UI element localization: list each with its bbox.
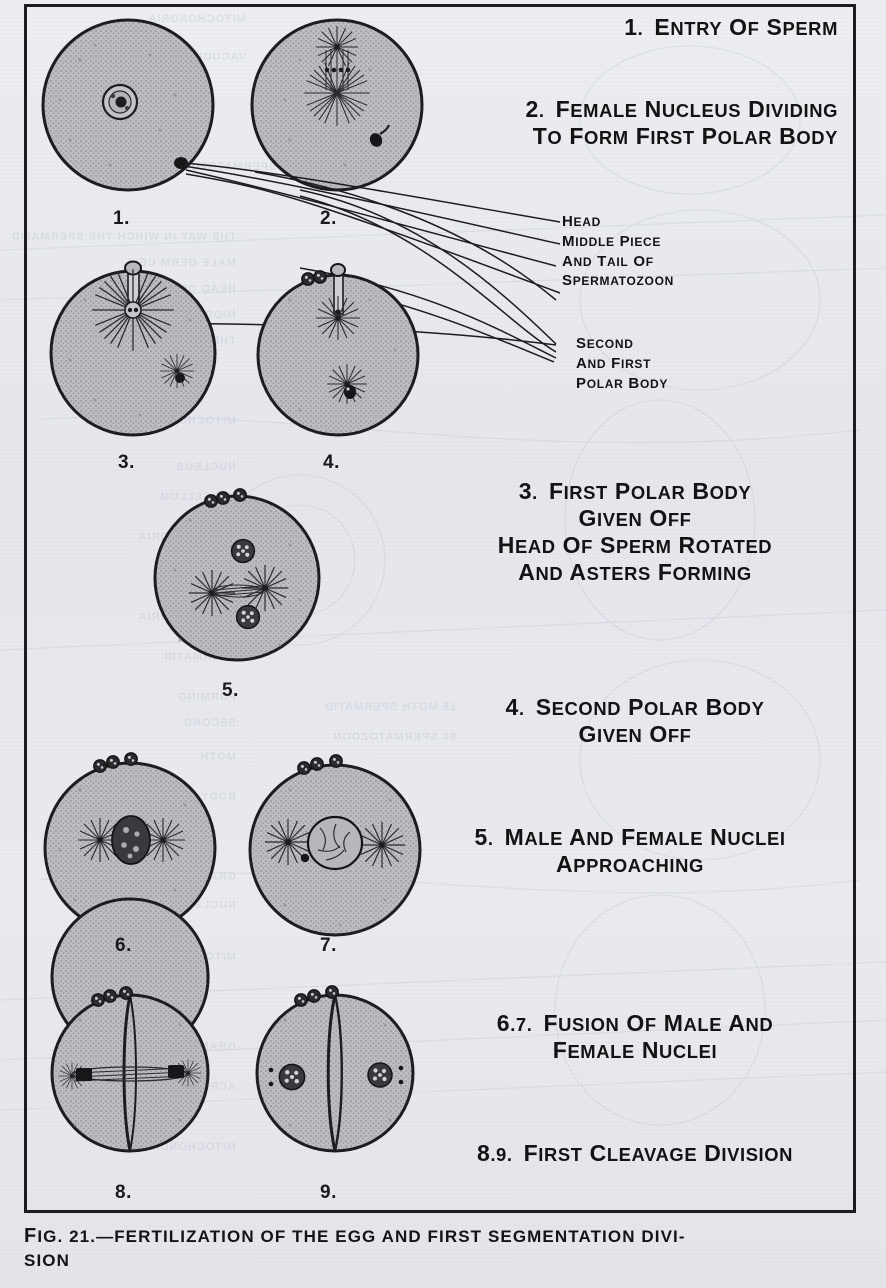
cell-number-7: 7.: [320, 935, 337, 956]
figure-caption-dash: —: [96, 1227, 115, 1246]
cell-number-1: 1.: [113, 208, 130, 229]
stage-caption-3: 3. FIRST POLAR BODY GIVEN OFF HEAD OF SP…: [430, 478, 840, 587]
stage-4-line-2: GIVEN OFF: [578, 721, 692, 748]
stage-caption-1: 1. ENTRY OF SPERM: [420, 14, 838, 41]
stage-caption-5: 5. MALE AND FEMALE NUCLEI APPROACHING: [420, 824, 840, 878]
centriole: [300, 853, 310, 863]
sperm-aster: [159, 353, 195, 389]
stage-67-line-2: FEMALE NUCLEI: [552, 1037, 718, 1064]
sperm-head: [369, 124, 390, 147]
stage-1-line-1: ENTRY OF SPERM: [654, 14, 838, 40]
figure-caption-body-cont: SION: [24, 1250, 70, 1270]
stage-5-line-1: MALE AND FEMALE NUCLEI: [504, 824, 786, 850]
stage-caption-67: 6.7. FUSION OF MALE AND FEMALE NUCLEI: [430, 1010, 840, 1064]
sperm-part-head: HEAD: [562, 213, 601, 230]
cell-figure-4: [256, 263, 420, 437]
figure-caption-label-rest: IG: [37, 1227, 58, 1246]
stage-5-line-2: APPROACHING: [556, 851, 704, 878]
cell-figure-2: [250, 18, 424, 192]
cell-number-3: 3.: [118, 452, 135, 473]
cell-figure-1: [41, 18, 215, 192]
stage-5-number: 5.: [474, 824, 494, 850]
polar-spindle: [303, 25, 371, 127]
cell-number-8: 8.: [115, 1182, 132, 1203]
cell-figure-8: [50, 897, 210, 1153]
polar-label-polar-body: POLAR BODY: [576, 374, 669, 392]
polar-label-and-first: AND FIRST: [576, 354, 652, 372]
sperm-part-tail: AND TAIL OF: [562, 252, 654, 270]
stage-3-line-2: GIVEN OFF: [578, 505, 692, 532]
stage-3-line-1: FIRST POLAR BODY: [548, 478, 752, 504]
stage-3-line-4: AND ASTERS FORMING: [518, 559, 752, 586]
cell-number-6: 6.: [115, 935, 132, 956]
aster-left: [188, 569, 236, 617]
daughter-nucleus-left: [278, 1063, 306, 1091]
stage-67-line-1: FUSION OF MALE AND: [543, 1010, 774, 1036]
spindle: [212, 584, 264, 598]
figure-caption-label: F: [24, 1225, 38, 1247]
figure-caption-body: FERTILIZATION OF THE EGG AND FIRST SEGME…: [114, 1227, 686, 1246]
cell-figure-9: [255, 985, 415, 1153]
stage-caption-2: 2. FEMALE NUCLEUS DIVIDING TO FORM FIRST…: [400, 96, 838, 150]
stage-2-number: 2.: [525, 96, 545, 122]
aster-right: [358, 821, 406, 869]
leader-label-polar-bodies: SECOND AND FIRST POLAR BODY: [576, 334, 796, 393]
figure-caption-number: . 21.: [57, 1227, 97, 1246]
cleavage-spindle: [58, 1059, 202, 1090]
cell-number-4: 4.: [323, 452, 340, 473]
cleavage-furrow: [122, 994, 132, 1152]
stage-89-line-1: FIRST CLEAVAGE DIVISION: [523, 1140, 794, 1166]
cell-figure-3: [49, 260, 217, 437]
aster-right: [241, 564, 289, 612]
nucleus-upper: [230, 538, 256, 564]
stage-4-number: 4.: [505, 694, 525, 720]
female-nucleus: [101, 83, 139, 121]
stage-1-number: 1.: [624, 14, 644, 40]
stage-89-number: 8.9.: [476, 1140, 513, 1166]
figure-caption: FIG. 21.—FERTILIZATION OF THE EGG AND FI…: [24, 1224, 880, 1271]
stage-2-line-2: TO FORM FIRST POLAR BODY: [532, 123, 838, 150]
stage-67-number: 6.7.: [496, 1010, 533, 1036]
fused-nucleus: [111, 815, 151, 865]
cell-number-9: 9.: [320, 1182, 337, 1203]
cell-figure-5: [153, 488, 321, 662]
stage-3-line-3: HEAD OF SPERM ROTATED: [497, 532, 773, 559]
stage-4-line-1: SECOND POLAR BODY: [535, 694, 765, 720]
cell-figure-7: [248, 754, 422, 937]
leader-label-sperm-parts: HEAD MIDDLE PIECE AND TAIL OF SPERMATOZO…: [562, 212, 782, 291]
cell-figure-6: [43, 752, 217, 935]
fusion-nucleus: [306, 815, 364, 871]
cell-number-5: 5.: [222, 680, 239, 701]
daughter-nucleus-right: [367, 1062, 393, 1088]
sperm-part-middle-piece: MIDDLE PIECE: [562, 232, 662, 250]
cleavage-furrow: [326, 994, 337, 1152]
polar-label-second: SECOND: [576, 335, 634, 352]
stage-caption-89: 8.9. FIRST CLEAVAGE DIVISION: [430, 1140, 840, 1167]
second-polar-aster: [315, 295, 361, 341]
stage-caption-4: 4. SECOND POLAR BODY GIVEN OFF: [430, 694, 840, 748]
stage-2-line-1: FEMALE NUCLEUS DIVIDING: [555, 96, 838, 122]
sperm-part-spermatozoon: SPERMATOZOON: [562, 272, 674, 290]
cell-number-2: 2.: [320, 208, 337, 229]
stage-3-number: 3.: [518, 478, 538, 504]
figure-frame: [24, 4, 856, 1213]
